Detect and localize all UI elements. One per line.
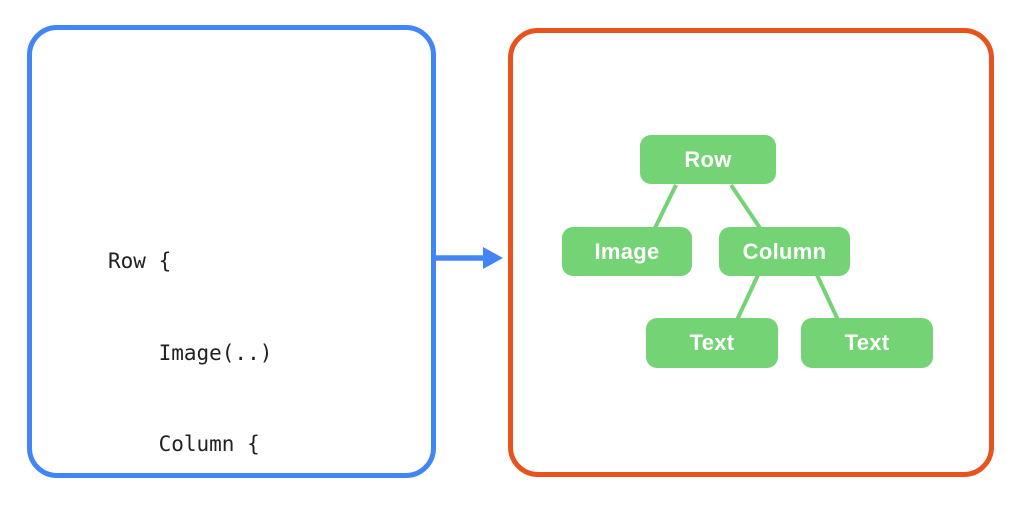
code-line: Row { <box>108 249 172 273</box>
right-arrow-icon <box>434 243 506 273</box>
code-panel: Row { Image(..) Column { Text(..) Text(.… <box>27 25 436 478</box>
tree-node-image: Image <box>562 227 692 276</box>
code-line: Image(..) <box>108 340 273 365</box>
code-block: Row { Image(..) Column { Text(..) Text(.… <box>108 185 310 506</box>
tree-node-text-1: Text <box>646 318 778 368</box>
tree-node-row: Row <box>640 135 776 184</box>
tree-node-column: Column <box>719 227 850 276</box>
code-line: Column { <box>108 432 260 456</box>
tree-node-text-2: Text <box>801 318 933 368</box>
